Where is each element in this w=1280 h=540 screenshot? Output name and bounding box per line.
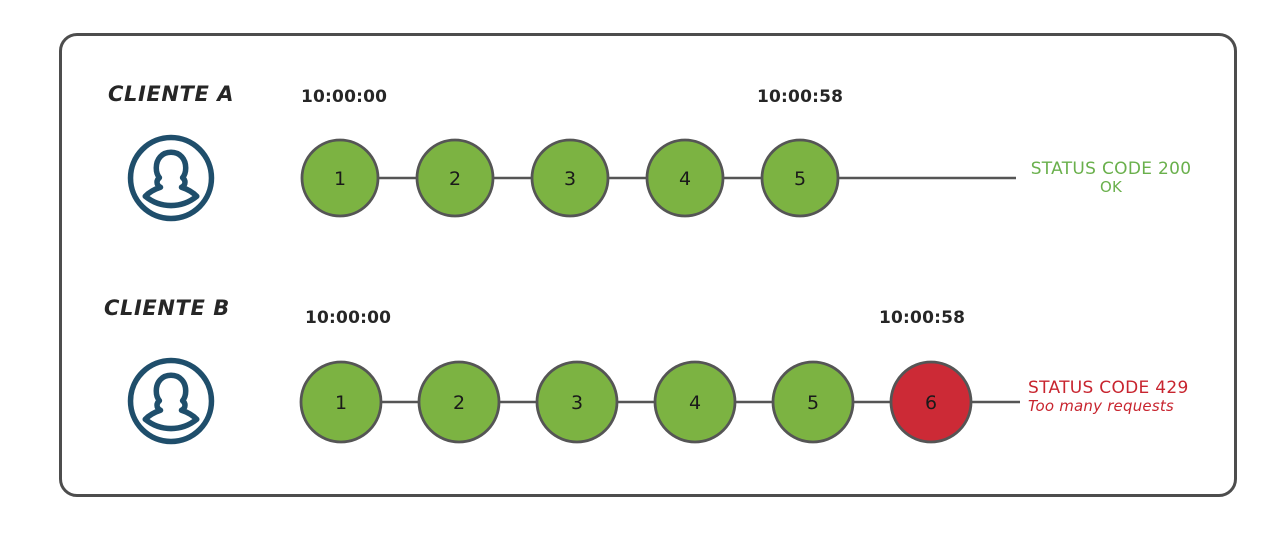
client-b-status-code: STATUS CODE 429 — [1028, 378, 1189, 398]
user-avatar-icon — [125, 132, 217, 224]
client-a-status-code: STATUS CODE 200 — [1030, 159, 1192, 179]
request-node-5[interactable] — [771, 360, 855, 444]
client-b-label: CLIENTE B — [104, 296, 230, 320]
request-node-4[interactable] — [645, 138, 725, 218]
request-node-2[interactable] — [415, 138, 495, 218]
client-b-status-text: Too many requests — [1028, 397, 1174, 416]
request-node-4[interactable] — [653, 360, 737, 444]
client-b-status: STATUS CODE 429 Too many requests — [1028, 378, 1228, 416]
user-avatar-icon — [125, 355, 217, 447]
request-node-5[interactable] — [760, 138, 840, 218]
request-node-6[interactable] — [889, 360, 973, 444]
client-a-start-time: 10:00:00 — [301, 87, 388, 107]
client-a-status: STATUS CODE 200 OK — [1028, 159, 1194, 197]
request-node-1[interactable] — [300, 138, 380, 218]
client-a-label: CLIENTE A — [108, 82, 235, 106]
client-b-start-time: 10:00:00 — [305, 308, 392, 328]
request-node-2[interactable] — [417, 360, 501, 444]
client-a-status-text: OK — [1099, 178, 1123, 197]
request-node-1[interactable] — [299, 360, 383, 444]
client-b-end-time: 10:00:58 — [879, 308, 966, 328]
diagram-frame — [59, 33, 1237, 497]
client-a-end-time: 10:00:58 — [757, 87, 844, 107]
request-node-3[interactable] — [535, 360, 619, 444]
request-node-3[interactable] — [530, 138, 610, 218]
